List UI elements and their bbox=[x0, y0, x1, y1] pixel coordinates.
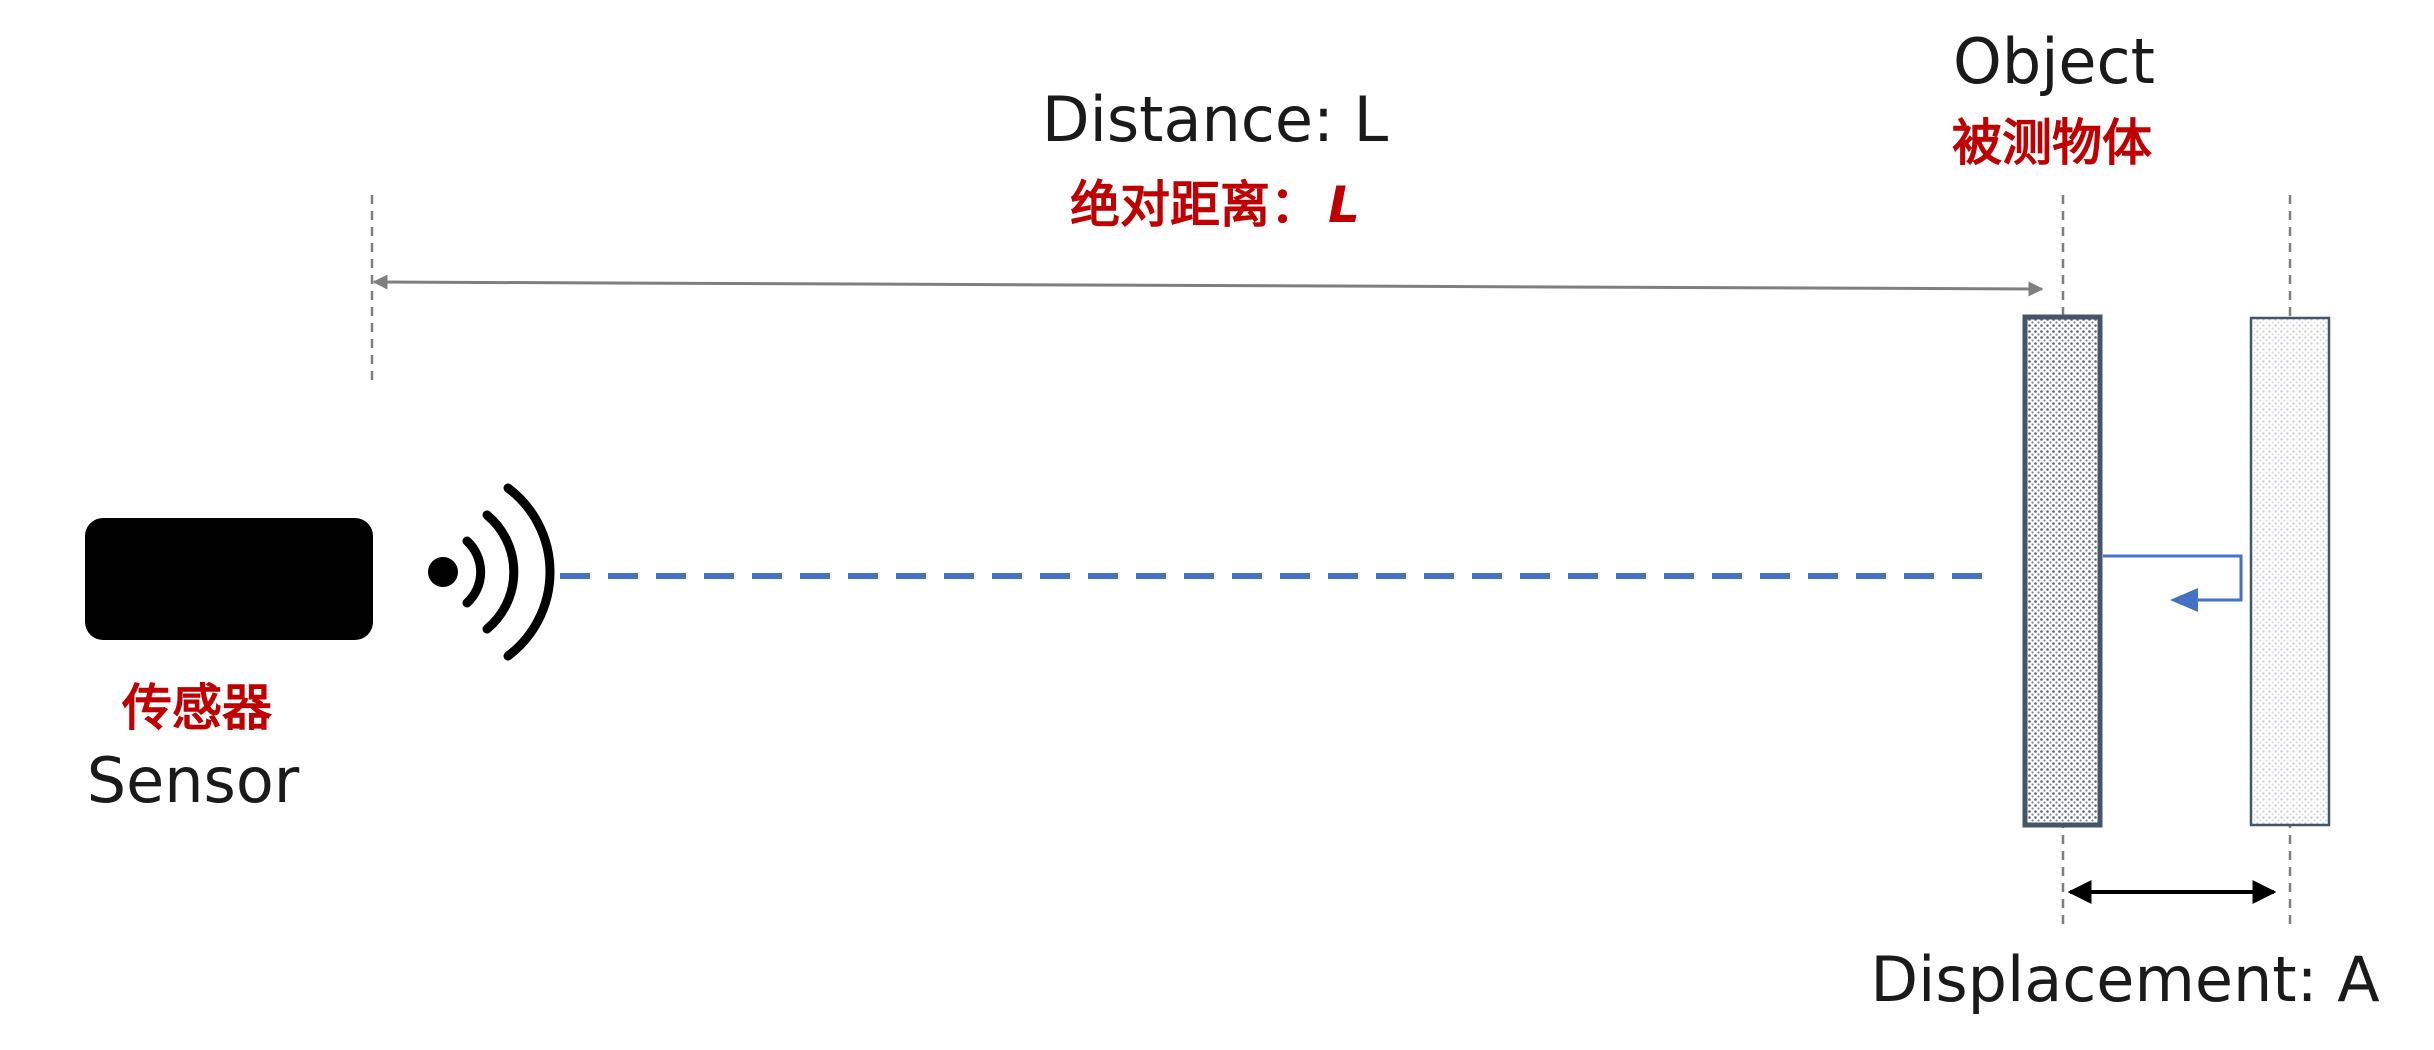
object-label-cn: 被测物体 bbox=[1952, 114, 2152, 172]
distance-label-cn: 绝对距离：L bbox=[1070, 176, 1360, 234]
object-near-position bbox=[2022, 314, 2103, 828]
sensor-body bbox=[85, 518, 373, 640]
sensor-label-cn: 传感器 bbox=[121, 679, 273, 737]
displacement-label: Displacement: A bbox=[1870, 943, 2379, 1016]
object-label-en: Object bbox=[1953, 25, 2155, 98]
distance-arrow bbox=[372, 274, 2044, 297]
distance-label-en: Distance: L bbox=[1042, 83, 1389, 156]
movement-arrow bbox=[2103, 554, 2243, 612]
object-far-position bbox=[2249, 316, 2331, 827]
sensor-label-en: Sensor bbox=[87, 744, 300, 817]
wireless-signal-icon bbox=[428, 483, 555, 661]
